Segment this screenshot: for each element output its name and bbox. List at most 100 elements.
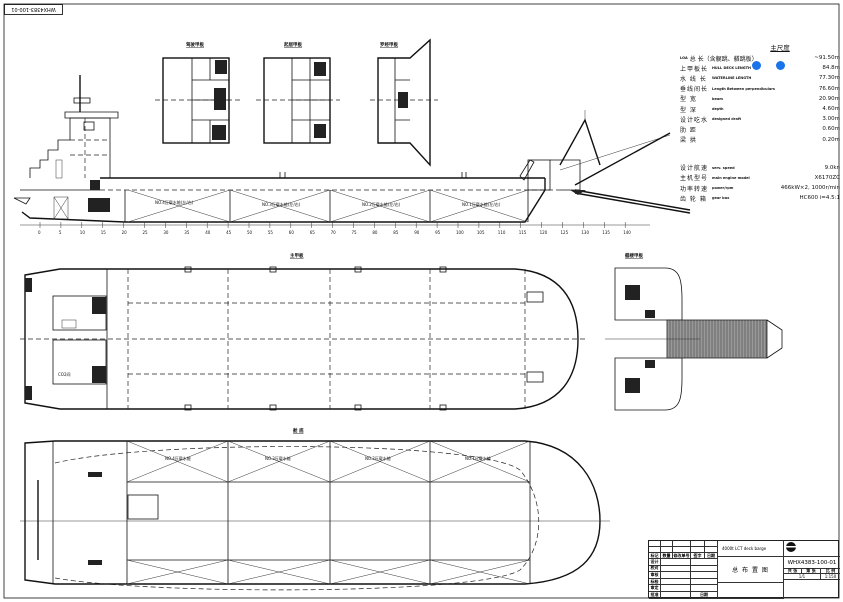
deck-plan-title: 驾驶甲板 [186, 41, 204, 48]
frame-label: 50 [247, 230, 253, 235]
drawing-border [3, 3, 840, 599]
revision-cell [705, 547, 718, 553]
winch [625, 285, 640, 300]
role-label: 校对 [649, 565, 661, 573]
spec-cn: 梁 拱 [680, 137, 697, 145]
revision-header: 修改单号 [673, 552, 691, 559]
engine [88, 472, 102, 477]
spec-cn: 水 线 长 [680, 75, 707, 83]
revision-cell [649, 547, 661, 553]
frame-label: 135 [602, 230, 610, 235]
deck-plan-title: 罗经甲板 [380, 41, 398, 48]
bulkhead-lines [124, 190, 529, 222]
spec-val: ~91.50m [814, 55, 840, 62]
furniture [212, 125, 226, 140]
tank-label: NO.2压载水舱(左/右) [362, 201, 401, 207]
accommodation-deck-plan [263, 57, 331, 144]
spec-en: beam [712, 96, 723, 101]
spec-title: 主尺度 [770, 44, 790, 52]
selection-handle-right[interactable] [776, 61, 785, 70]
ballast-tank-diagonals [127, 189, 529, 223]
revision-cell [705, 541, 718, 547]
tank-diagonals [126, 440, 531, 585]
furniture [92, 366, 106, 383]
frame-label: 65 [310, 230, 316, 235]
spec-val: 0.60m [822, 126, 840, 133]
room-walls [291, 58, 330, 143]
frame-label: 25 [143, 230, 149, 235]
hold-plan-title: 舱 底 [293, 427, 304, 434]
revision-cell [673, 541, 691, 547]
frame-label: 70 [331, 230, 337, 235]
frame-label: 40 [205, 230, 211, 235]
date-label: 日期 [691, 592, 718, 599]
hold-tank-label: NO.2压载水舱 [365, 455, 391, 461]
main-deck-title: 主甲板 [290, 252, 304, 259]
signature-cell [661, 585, 691, 592]
spec-en: depth [712, 107, 724, 112]
signature-cell [661, 559, 691, 566]
spec-val: 0.20m [822, 136, 840, 143]
signature-cell [691, 559, 718, 566]
frame-label: 125 [561, 230, 569, 235]
spec-cn: 型 深 [680, 106, 697, 114]
revision-header: 数量 [661, 553, 673, 559]
frame-label: 0 [38, 230, 41, 235]
bilge-line [54, 446, 539, 591]
spec-cn: 主机型号 [680, 175, 709, 183]
forecastle-starboard [614, 357, 683, 411]
spec-cn: 设计吃水 [680, 116, 709, 124]
spec-val: 77.30m [818, 75, 840, 82]
revision-cell [661, 547, 673, 553]
bitt [645, 360, 655, 368]
room-walls [191, 58, 229, 143]
spec-val: 84.8m [822, 65, 840, 72]
company-logo [785, 542, 797, 552]
frame-label: 120 [540, 230, 548, 235]
revision-cell [661, 541, 673, 547]
bitt [645, 310, 655, 318]
spec-val: HC600 i=4.5:1 [799, 195, 840, 202]
bow-store [526, 291, 544, 303]
deck-plan-title: 起居甲板 [283, 41, 302, 48]
frame-label: 110 [498, 230, 506, 235]
frame-label: 85 [393, 230, 399, 235]
deck-plans: 驾驶甲板 起居甲板 罗经甲板 [155, 38, 438, 167]
spec-val: X6170ZC [814, 174, 840, 181]
hold-tank-label: NO.4压载水舱 [165, 455, 191, 461]
hull-bottom-line [21, 178, 546, 223]
revision-cell [691, 547, 705, 553]
spec-val: 466kW×2, 1000r/min [780, 185, 840, 192]
tank [127, 494, 159, 520]
deck-divisions [70, 118, 110, 178]
signature-cell [661, 572, 691, 579]
signature-cell [661, 578, 691, 586]
signature-cell [661, 565, 691, 573]
frame-label: 75 [352, 230, 358, 235]
spec-en: power/rpm [712, 186, 734, 191]
spec-cn: 上甲板长 [680, 65, 709, 73]
tank-label: NO.1压载水舱(左/右) [462, 201, 501, 207]
a-frame [559, 118, 601, 166]
frame-label: 80 [372, 230, 378, 235]
frame-label: 95 [435, 230, 441, 235]
bow-store [526, 371, 544, 383]
selection-handle-left[interactable] [752, 61, 761, 70]
frame-label: 90 [414, 230, 420, 235]
stern-ramp [13, 197, 31, 205]
frame-label: 20 [122, 230, 128, 235]
drawing-name: 总 布 置 图 [718, 557, 784, 583]
ladder [519, 159, 535, 181]
ramp-tip [766, 319, 783, 359]
logo-cell [784, 541, 840, 557]
sheets-header: 共 张 [784, 568, 802, 574]
spec-en: main engine model [712, 175, 750, 180]
